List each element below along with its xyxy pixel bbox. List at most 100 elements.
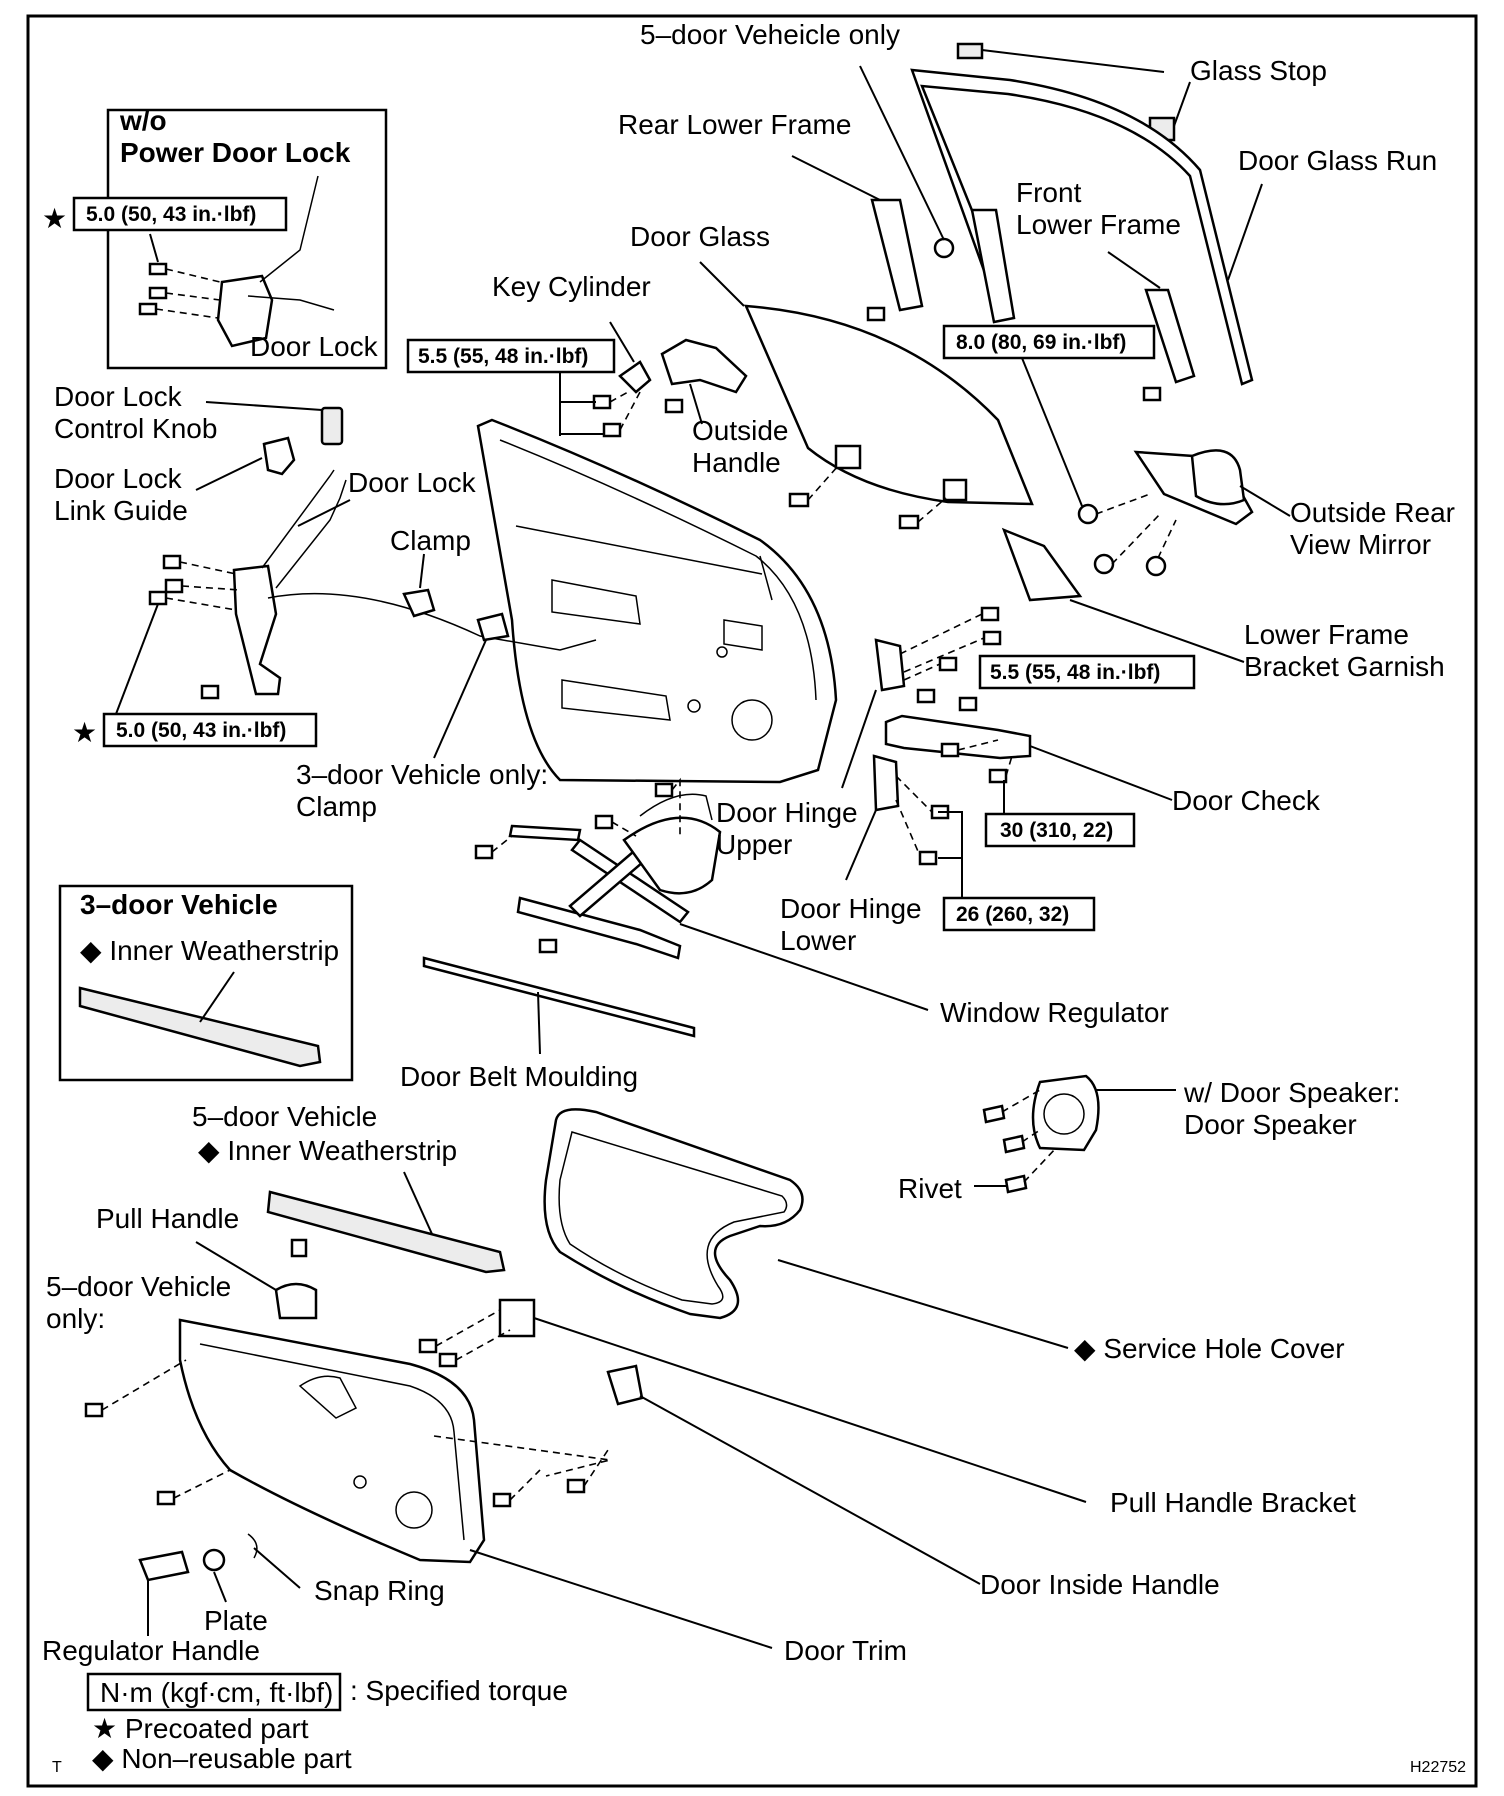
clamp-3door [476, 612, 510, 642]
label-glass-stop: Glass Stop [1190, 55, 1327, 86]
label-lower-frame-bracket-garnish-1: Lower Frame [1244, 619, 1409, 650]
label-door-hinge-upper-1: Door Hinge [716, 797, 858, 828]
label-door-lock-control-knob-2: Control Knob [54, 413, 217, 444]
label-door-trim: Door Trim [784, 1635, 907, 1666]
label-window-regulator: Window Regulator [940, 997, 1169, 1028]
torque-door-check: 30 (310, 22) [1000, 819, 1113, 842]
frame-bolts [866, 306, 1162, 402]
label-door-speaker-1: w/ Door Speaker: [1183, 1077, 1400, 1108]
door-shell [476, 418, 838, 784]
label-clamp: Clamp [390, 525, 471, 556]
label-door-inside-handle: Door Inside Handle [980, 1569, 1220, 1600]
inset-power-lock-title-2: Power Door Lock [120, 137, 351, 168]
lower-frame-bracket-garnish [1001, 527, 1083, 602]
door-hinge-lower [872, 754, 900, 812]
torque-hinge-upper: 5.5 (55, 48 in.·lbf) [990, 661, 1160, 684]
label-front-lower-frame-1: Front [1016, 177, 1082, 208]
label-door-belt-moulding: Door Belt Moulding [400, 1061, 638, 1092]
front-lower-frame-top [970, 208, 1016, 324]
clamps [402, 553, 510, 759]
legend-torque-desc: : Specified torque [350, 1675, 568, 1706]
label-rivet: Rivet [898, 1173, 962, 1204]
rear-lower-frame [870, 198, 924, 312]
label-five-door-only-2: only: [46, 1303, 105, 1334]
label-three-door-clamp-2: Clamp [296, 791, 377, 822]
label-door-lock-link-guide-2: Link Guide [54, 495, 188, 526]
label-outside-handle-1: Outside [692, 415, 789, 446]
torque-door-lock-lower: 5.0 (50, 43 in.·lbf) [116, 719, 286, 742]
label-lower-frame-bracket-garnish-2: Bracket Garnish [1244, 651, 1445, 682]
door-glass [744, 304, 1034, 506]
footer-left-mark: T [52, 1759, 62, 1776]
door-lock-control-knob [320, 406, 344, 446]
service-hole-cover-group [543, 1108, 1069, 1349]
label-door-glass: Door Glass [630, 221, 770, 252]
label-door-lock: Door Lock [348, 467, 477, 498]
pull-handle-screw [290, 1238, 308, 1258]
legend-precoated: ★ Precoated part [92, 1713, 309, 1744]
labels: 5–door Veheicle only Glass Stop Rear Low… [42, 19, 1455, 1666]
outside-handle-group: 5.5 (55, 48 in.·lbf) [406, 321, 748, 438]
label-outside-rear-view-mirror-1: Outside Rear [1290, 497, 1455, 528]
front-lower-frame [1144, 288, 1196, 384]
label-door-lock-link-guide-1: Door Lock [54, 463, 183, 494]
regulator-rail-top [508, 824, 582, 842]
star-icon-lower: ★ [72, 717, 97, 748]
key-cylinder [618, 360, 652, 394]
door-lock-link-guide [262, 436, 296, 476]
inner-weatherstrip-5door [266, 1171, 506, 1274]
regulator-handle [138, 1550, 190, 1582]
door-trim [178, 1318, 486, 1564]
inset-three-door: 3–door Vehicle ◆ Inner Weatherstrip [58, 884, 354, 1082]
outside-handle [660, 338, 748, 394]
label-door-hinge-lower-1: Door Hinge [780, 893, 922, 924]
label-door-lock-control-knob-1: Door Lock [54, 381, 183, 412]
label-pull-handle: Pull Handle [96, 1203, 239, 1234]
label-rear-lower-frame: Rear Lower Frame [618, 109, 851, 140]
door-speaker [1031, 1074, 1100, 1152]
door-lock-assy: 5.0 (50, 43 in.·lbf) ★ [72, 401, 597, 748]
inset-three-door-title: 3–door Vehicle [80, 889, 278, 920]
label-front-lower-frame-2: Lower Frame [1016, 209, 1181, 240]
inner-weatherstrip-3door [78, 986, 322, 1068]
pull-handle-bracket [498, 1298, 536, 1338]
label-door-check: Door Check [1172, 785, 1321, 816]
label-five-door-only-top: 5–door Veheicle only [640, 19, 900, 50]
clamp [402, 588, 436, 618]
inner-weatherstrip [266, 1190, 506, 1274]
inset-door-lock-label: Door Lock [250, 331, 379, 362]
inset-door-lock-part [216, 274, 274, 348]
label-outside-rear-view-mirror-2: View Mirror [1290, 529, 1431, 560]
torque-key-cylinder: 5.5 (55, 48 in.·lbf) [418, 345, 588, 368]
service-hole-cover [543, 1108, 804, 1320]
label-door-speaker-2: Door Speaker [1184, 1109, 1357, 1140]
label-outside-handle-2: Handle [692, 447, 781, 478]
label-snap-ring: Snap Ring [314, 1575, 445, 1606]
label-door-glass-run: Door Glass Run [1238, 145, 1437, 176]
window-regulator-group [474, 777, 929, 1011]
rivet-3 [1004, 1174, 1028, 1194]
torque-mirror: 8.0 (80, 69 in.·lbf) [956, 331, 1126, 354]
door-check [884, 714, 1032, 760]
regulator-rail-bottom [516, 896, 682, 960]
glass-stop-1 [956, 42, 984, 60]
label-door-hinge-upper-2: Upper [716, 829, 792, 860]
label-five-door-weatherstrip-2: ◆ Inner Weatherstrip [198, 1135, 457, 1166]
label-three-door-clamp-1: 3–door Vehicle only: [296, 759, 548, 790]
door-panel [476, 418, 838, 784]
label-pull-handle-bracket: Pull Handle Bracket [1110, 1487, 1356, 1518]
footer-figure-id: H22752 [1410, 1759, 1466, 1776]
legend: N·m (kgf·cm, ft·lbf) : Specified torque … [52, 1672, 1466, 1776]
door-glass-group [699, 261, 1034, 530]
label-five-door-weatherstrip-1: 5–door Vehicle [192, 1101, 377, 1132]
label-key-cylinder: Key Cylinder [492, 271, 651, 302]
label-plate: Plate [204, 1605, 268, 1636]
outside-rear-view-mirror [1190, 449, 1246, 506]
door-trim-group [84, 1238, 1087, 1649]
inset-power-door-lock: w/o Power Door Lock 5.0 (50, 43 in.·lbf)… [42, 105, 388, 370]
inset-three-door-item: ◆ Inner Weatherstrip [80, 935, 339, 966]
door-belt-moulding-group [422, 956, 696, 1055]
plate [202, 1548, 226, 1572]
pull-handle [274, 1282, 318, 1320]
